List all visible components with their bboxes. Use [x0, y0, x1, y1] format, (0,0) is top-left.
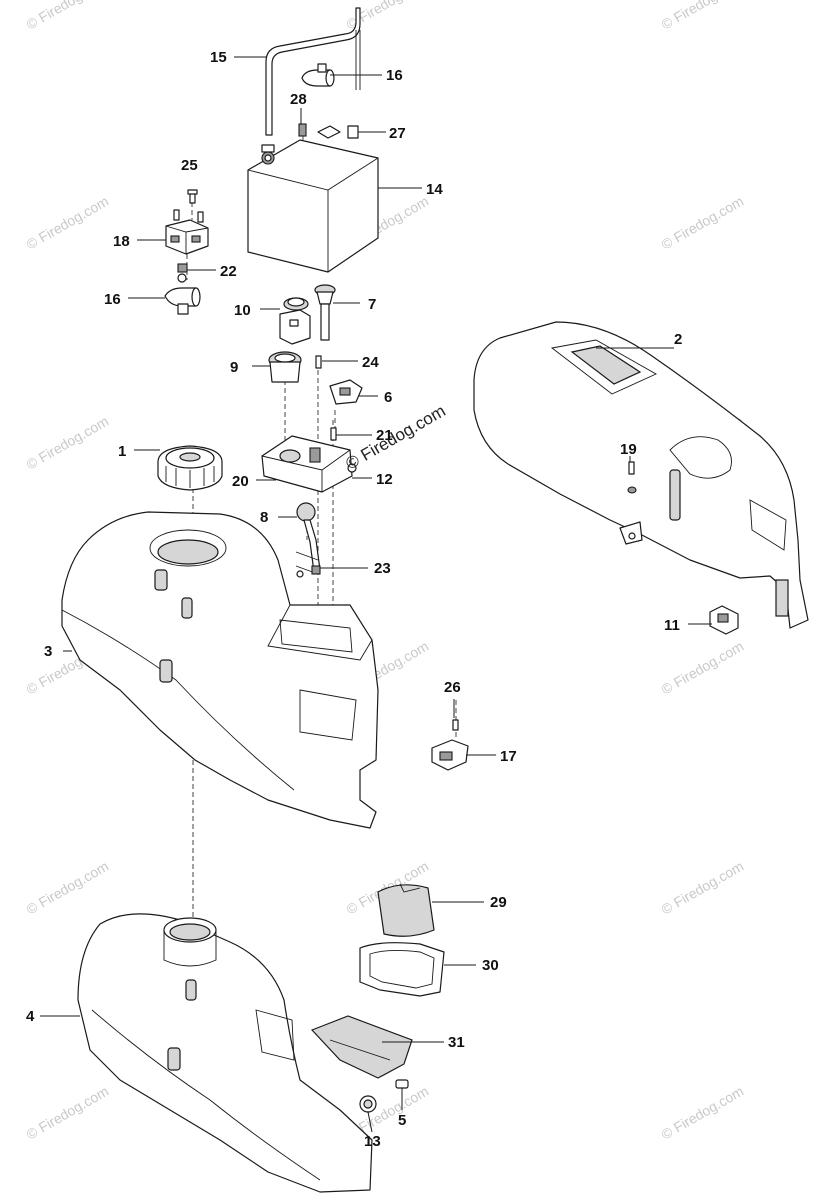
part-20-control-plate[interactable]: [261, 435, 353, 493]
part-17-switch[interactable]: [431, 739, 469, 771]
watermark: © Firedog.com: [659, 0, 747, 33]
watermark: © Firedog.com: [24, 1083, 112, 1143]
part-28-plug[interactable]: [298, 123, 307, 137]
callout-17[interactable]: 17: [500, 748, 517, 765]
callout-11[interactable]: 11: [664, 617, 680, 634]
part-7-choke-knob[interactable]: [314, 284, 336, 341]
watermark: © Firedog.com: [24, 193, 112, 253]
watermark: © Firedog.com: [24, 858, 112, 918]
callout-13[interactable]: 13: [364, 1133, 381, 1150]
part-19-bolt[interactable]: [627, 461, 637, 494]
callout-19[interactable]: 19: [620, 441, 637, 458]
callout-2[interactable]: 2: [674, 331, 682, 348]
callout-16-top[interactable]: 16: [386, 67, 403, 84]
callout-labels: 1 2 3 4 5 6 7 8 9 10 11 12 13 14 15 16 1…: [26, 49, 682, 1150]
callout-30[interactable]: 30: [482, 957, 499, 974]
part-21-screw[interactable]: [330, 427, 337, 441]
callout-15[interactable]: 15: [210, 49, 227, 66]
watermark: © Firedog.com: [24, 413, 112, 473]
callout-28[interactable]: 28: [290, 91, 307, 108]
part-25-screw[interactable]: [187, 189, 198, 204]
callout-14[interactable]: 14: [426, 181, 443, 198]
part-18-solenoid[interactable]: [165, 209, 209, 255]
callout-31[interactable]: 31: [448, 1034, 465, 1051]
callout-7[interactable]: 7: [368, 296, 376, 313]
callout-20[interactable]: 20: [232, 473, 249, 490]
part-23-nut[interactable]: [311, 565, 321, 575]
callout-9[interactable]: 9: [230, 359, 238, 376]
callout-3[interactable]: 3: [44, 643, 52, 660]
watermark: © Firedog.com: [659, 858, 747, 918]
part-8-control-lever[interactable]: [295, 502, 321, 578]
callout-25[interactable]: 25: [181, 157, 198, 174]
callout-12[interactable]: 12: [376, 471, 393, 488]
part-22-nut[interactable]: [177, 263, 188, 283]
part-16-hose-fitting-left[interactable]: [164, 287, 201, 315]
callout-6[interactable]: 6: [384, 389, 392, 406]
callout-1[interactable]: 1: [118, 443, 126, 460]
watermark: © Firedog.com: [659, 1083, 747, 1143]
callout-10[interactable]: 10: [234, 302, 251, 319]
part-26-screw[interactable]: [452, 719, 459, 731]
watermark: © Firedog.com: [659, 638, 747, 698]
part-2-rear-shroud[interactable]: [473, 321, 809, 629]
callout-24[interactable]: 24: [362, 354, 379, 371]
part-31-heat-shield[interactable]: [310, 1015, 413, 1079]
callout-8[interactable]: 8: [260, 509, 268, 526]
part-9-throttle-switch[interactable]: [268, 351, 302, 383]
part-15-breather-hose[interactable]: [265, 7, 361, 136]
part-24-screw[interactable]: [315, 355, 322, 369]
watermark: © Firedog.com: [24, 0, 112, 33]
part-1-fuel-cap[interactable]: [157, 445, 223, 491]
callout-5[interactable]: 5: [398, 1112, 406, 1129]
callout-16-left[interactable]: 16: [104, 291, 121, 308]
part-29-filter-cover[interactable]: [377, 883, 435, 937]
part-16-hose-fitting-top[interactable]: [301, 63, 335, 87]
callout-23[interactable]: 23: [374, 560, 391, 577]
part-3-upper-shroud[interactable]: [61, 511, 379, 829]
callout-29[interactable]: 29: [490, 894, 507, 911]
part-27-elbow[interactable]: [347, 125, 359, 139]
callout-26[interactable]: 26: [444, 679, 461, 696]
part-13-grommet[interactable]: [359, 1095, 377, 1113]
watermark: © Firedog.com: [659, 193, 747, 253]
callout-27[interactable]: 27: [389, 125, 406, 142]
callout-18[interactable]: 18: [113, 233, 130, 250]
part-10-ignition-switch[interactable]: [279, 297, 311, 345]
callout-4[interactable]: 4: [26, 1008, 35, 1025]
watermark-center: © Firedog.com: [343, 401, 449, 473]
part-5-valve[interactable]: [395, 1079, 409, 1089]
callout-21[interactable]: 21: [376, 427, 393, 444]
part-4-fuel-tank[interactable]: [77, 913, 373, 1193]
callout-22[interactable]: 22: [220, 263, 237, 280]
part-14-battery[interactable]: [247, 125, 379, 273]
part-6-switch-cover[interactable]: [329, 379, 363, 405]
part-11-connector[interactable]: [709, 605, 739, 635]
leader-lines: [40, 56, 712, 1133]
part-30-filter-frame[interactable]: [359, 942, 445, 997]
part-12-bracket[interactable]: [347, 463, 357, 473]
